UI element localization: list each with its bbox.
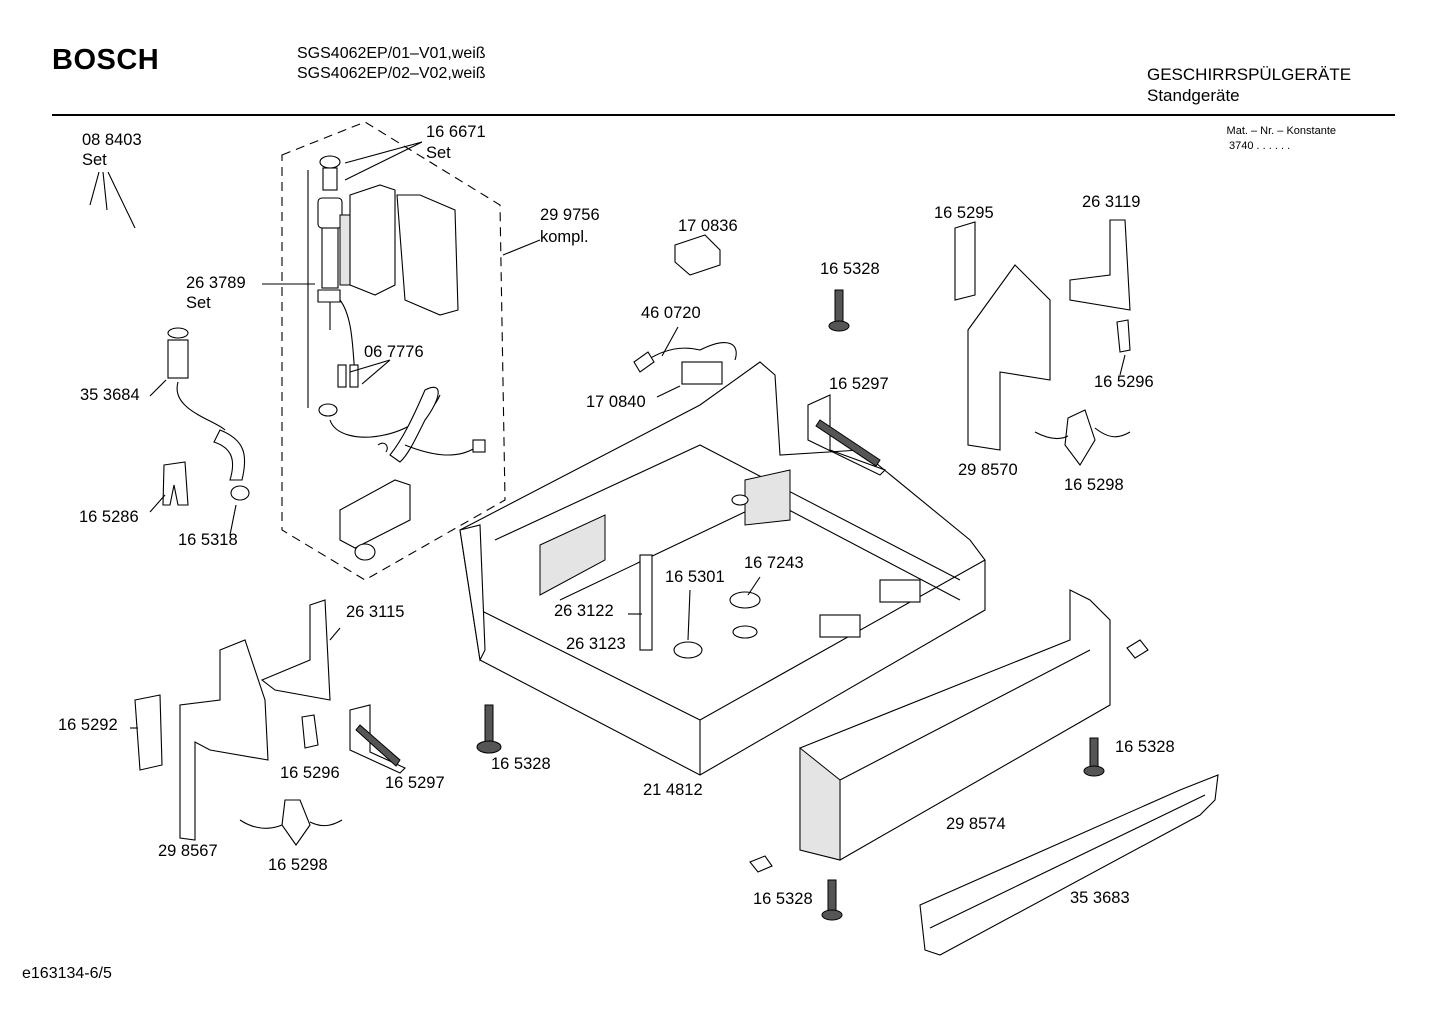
leader-353684 xyxy=(149,379,167,397)
leader-166671 xyxy=(344,141,423,181)
leader-167243 xyxy=(747,576,761,596)
label-263119: 26 3119 xyxy=(1082,193,1141,211)
leader-067776 xyxy=(349,359,391,385)
label-165328-right: 16 5328 xyxy=(1115,738,1175,756)
label-214812: 21 4812 xyxy=(643,781,703,799)
label-298570: 29 8570 xyxy=(958,461,1018,479)
leader-165296-top xyxy=(1119,354,1126,376)
hinge-parts-right xyxy=(807,219,1131,476)
leader-088403 xyxy=(89,171,136,229)
subcategory-title: Standgeräte xyxy=(1147,86,1240,105)
label-298567: 29 8567 xyxy=(158,842,218,860)
label-165328-top: 16 5328 xyxy=(820,260,880,278)
screw-small-right xyxy=(1126,639,1149,659)
label-460720: 46 0720 xyxy=(641,304,701,322)
label-165286: 16 5286 xyxy=(79,508,139,526)
label-170840: 17 0840 xyxy=(586,393,646,411)
label-165318: 16 5318 xyxy=(178,531,238,549)
category-title: GESCHIRRSPÜLGERÄTE xyxy=(1147,65,1352,84)
label-263122: 26 3122 xyxy=(554,602,614,620)
label-263789-note: Set xyxy=(186,294,211,312)
label-165328-bot: 16 5328 xyxy=(753,890,813,908)
base-strip-353683 xyxy=(919,774,1219,956)
leader-170840 xyxy=(656,385,681,398)
leader-460720 xyxy=(661,326,679,357)
label-088403: 08 8403 xyxy=(82,131,142,149)
label-165301: 16 5301 xyxy=(665,568,725,586)
leader-165301 xyxy=(687,589,691,641)
model-line-2: SGS4062EP/02–V02,weiß xyxy=(297,65,486,82)
label-299756: 29 9756 xyxy=(540,206,600,224)
screw-165328-right xyxy=(1083,737,1105,777)
mat-number-label: Mat. – Nr. – Konstante xyxy=(1226,125,1336,137)
label-165292: 16 5292 xyxy=(58,716,118,734)
label-166671-note: Set xyxy=(426,144,451,162)
mat-number-value: 3740 . . . . . . xyxy=(1229,140,1291,152)
label-170836: 17 0836 xyxy=(678,217,738,235)
label-167243: 16 7243 xyxy=(744,554,804,572)
kickplate-298574 xyxy=(799,589,1111,861)
label-165328-mid: 16 5328 xyxy=(491,755,551,773)
label-165297-top: 16 5297 xyxy=(829,375,889,393)
label-165296-bot: 16 5296 xyxy=(280,764,340,782)
label-166671: 16 6671 xyxy=(426,123,486,141)
screw-165328-mid xyxy=(476,704,502,754)
label-263123: 26 3123 xyxy=(566,635,626,653)
hose-parts xyxy=(162,327,250,506)
leader-165318 xyxy=(229,504,237,536)
label-353683: 35 3683 xyxy=(1070,889,1130,907)
leader-263115 xyxy=(329,627,341,641)
label-298574: 29 8574 xyxy=(946,815,1006,833)
label-299756-note: kompl. xyxy=(540,228,589,246)
screw-165328-bottom xyxy=(749,855,843,921)
base-tub xyxy=(459,361,986,776)
label-088403-note: Set xyxy=(82,151,107,169)
label-263789: 26 3789 xyxy=(186,274,246,292)
connector-parts xyxy=(633,234,737,385)
assembly-outline xyxy=(281,121,506,581)
screw-165328-top xyxy=(828,289,850,332)
label-067776: 06 7776 xyxy=(364,343,424,361)
document-id: e163134-6/5 xyxy=(22,965,112,982)
brand-logo: BOSCH xyxy=(52,44,160,76)
leader-165286 xyxy=(149,494,166,513)
label-165298-top: 16 5298 xyxy=(1064,476,1124,494)
label-353684: 35 3684 xyxy=(80,386,140,404)
label-165295: 16 5295 xyxy=(934,204,994,222)
model-line-1: SGS4062EP/01–V01,weiß xyxy=(297,45,486,62)
label-263115: 26 3115 xyxy=(346,603,405,621)
valve-assembly xyxy=(317,155,486,561)
hinge-parts-left xyxy=(134,599,406,846)
label-165298-bot: 16 5298 xyxy=(268,856,328,874)
label-165296-top: 16 5296 xyxy=(1094,373,1154,391)
label-165297-bot: 16 5297 xyxy=(385,774,445,792)
leader-299756 xyxy=(502,239,541,256)
